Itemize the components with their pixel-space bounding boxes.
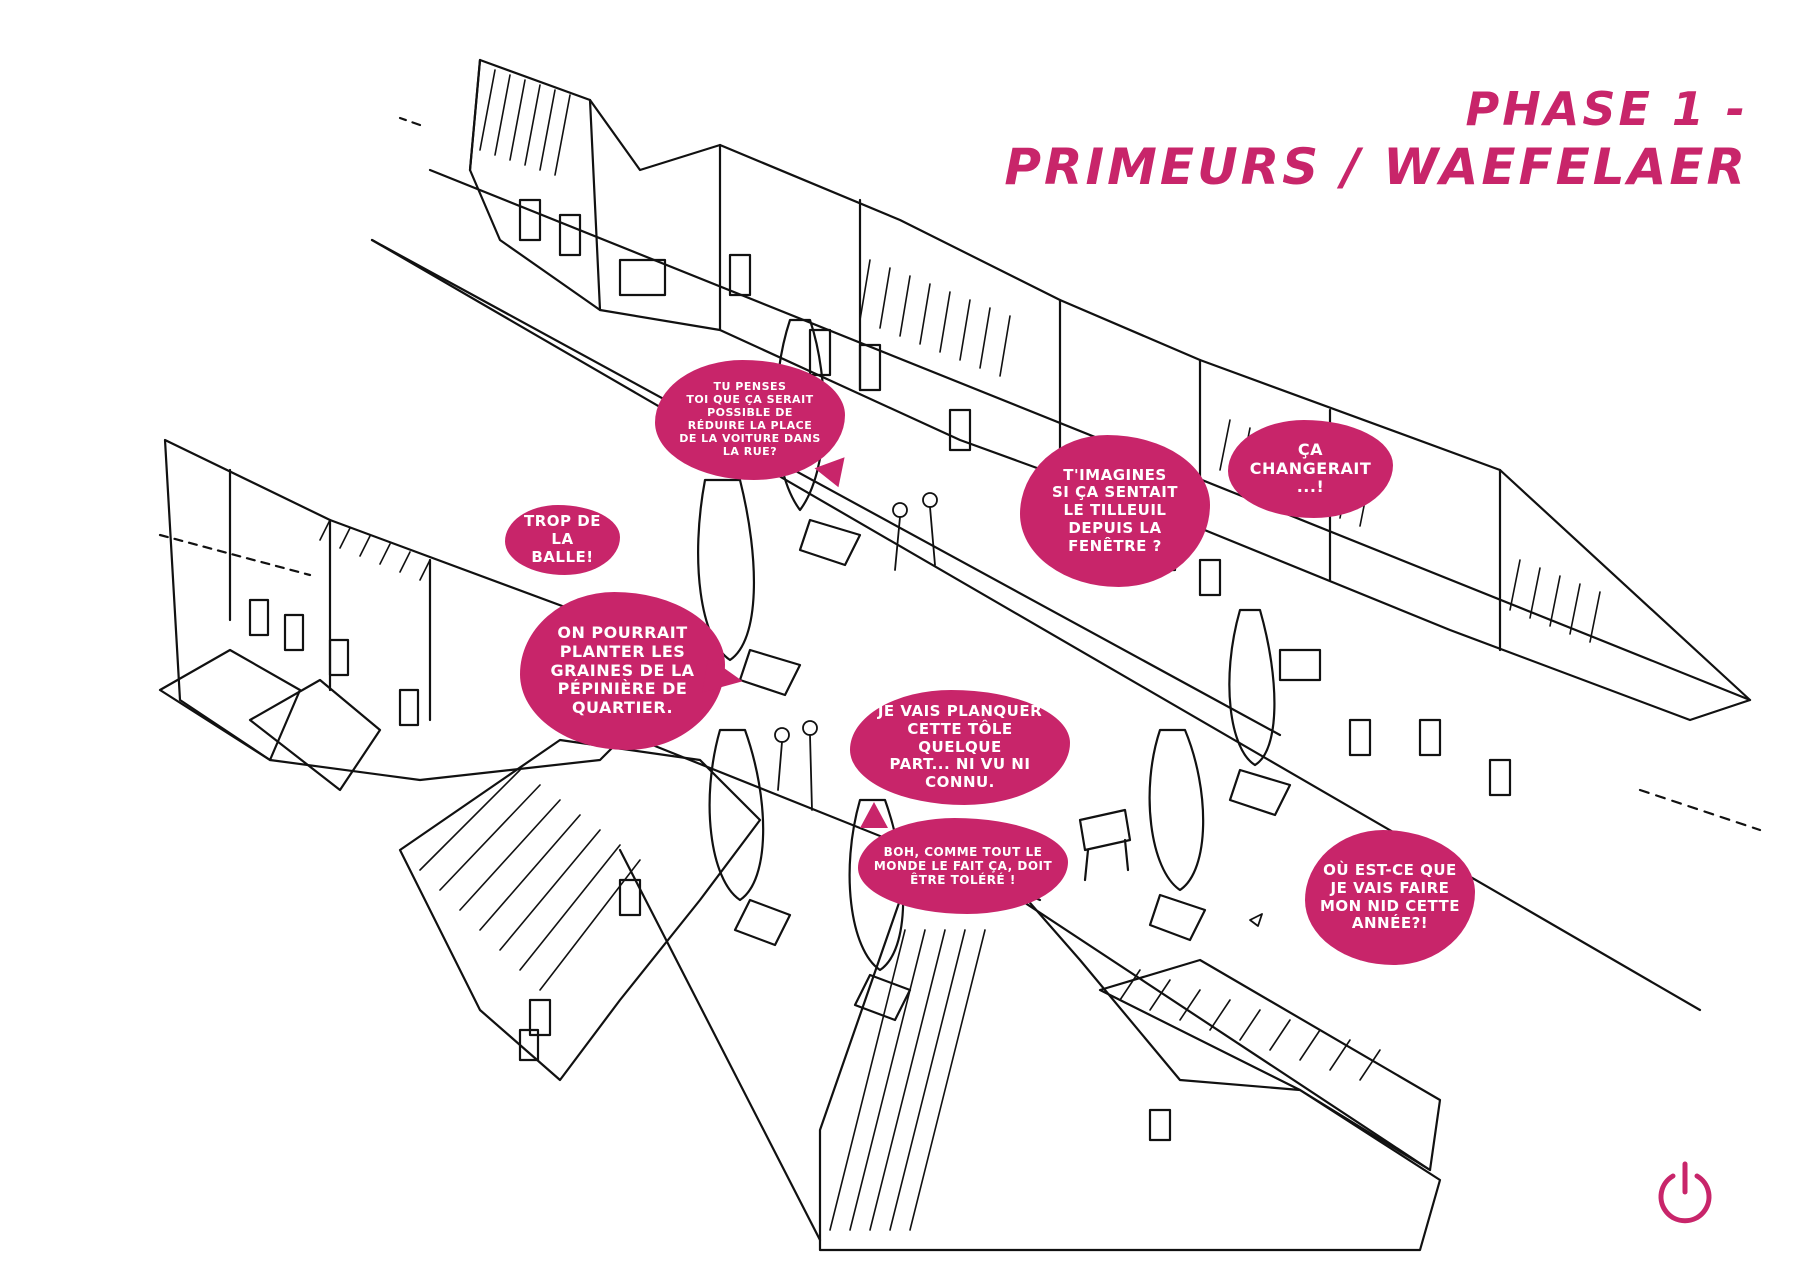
bubble-text: T'IMAGINES SI ÇA SENTAIT LE TILLEUIL DEP… [1051,465,1179,555]
bubble-text: TROP DE LA BALLE! [524,512,601,566]
power-icon [1658,1161,1712,1224]
bubble-text: ON POURRAIT PLANTER LES GRAINES DE LA PÉ… [550,622,695,718]
speech-bubble-tu-penses: TU PENSES TOI QUE ÇA SERAIT POSSIBLE DE … [655,360,845,480]
bubble-text: BOH, COMME TOUT LE MONDE LE FAIT ÇA, DOI… [873,844,1053,888]
lower-middle-houses [398,738,762,1082]
speech-bubble-je-vais-planquer: JE VAIS PLANQUER CETTE TÔLE QUELQUE PART… [850,690,1070,805]
title-line-2: PRIMEURS / WAEFELAER [1004,138,1748,197]
bubble-text: TU PENSES TOI QUE ÇA SERAIT POSSIBLE DE … [679,380,821,458]
speech-bubble-ou-est-ce: OÙ EST-CE QUE JE VAIS FAIRE MON NID CETT… [1305,830,1475,965]
bubble-tail [702,656,746,700]
street-lines [158,116,1762,1242]
trees [697,318,1292,1022]
bubble-text: OÙ EST-CE QUE JE VAIS FAIRE MON NID CETT… [1319,861,1461,933]
bench [1078,808,1132,882]
speech-bubble-ca-changerait: ÇA CHANGERAIT ...! [1228,420,1393,518]
title-line-1: PHASE 1 - [1465,82,1748,136]
bubble-tail [860,802,888,828]
speech-bubble-on-pourrait: ON POURRAIT PLANTER LES GRAINES DE LA PÉ… [520,592,725,750]
left-row-houses [158,438,662,792]
people [774,492,1263,927]
upper-row-houses [468,58,1752,797]
bubble-text: JE VAIS PLANQUER CETTE TÔLE QUELQUE PART… [877,702,1043,792]
speech-bubble-boh: BOH, COMME TOUT LE MONDE LE FAIT ÇA, DOI… [858,818,1068,914]
page-title: PHASE 1 - PRIMEURS / WAEFELAER [1004,82,1748,197]
bubble-text: ÇA CHANGERAIT ...! [1249,439,1372,497]
speech-bubble-trop-de-la-balle: TROP DE LA BALLE! [505,505,620,575]
speech-bubble-timagines: T'IMAGINES SI ÇA SENTAIT LE TILLEUIL DEP… [1020,435,1210,587]
